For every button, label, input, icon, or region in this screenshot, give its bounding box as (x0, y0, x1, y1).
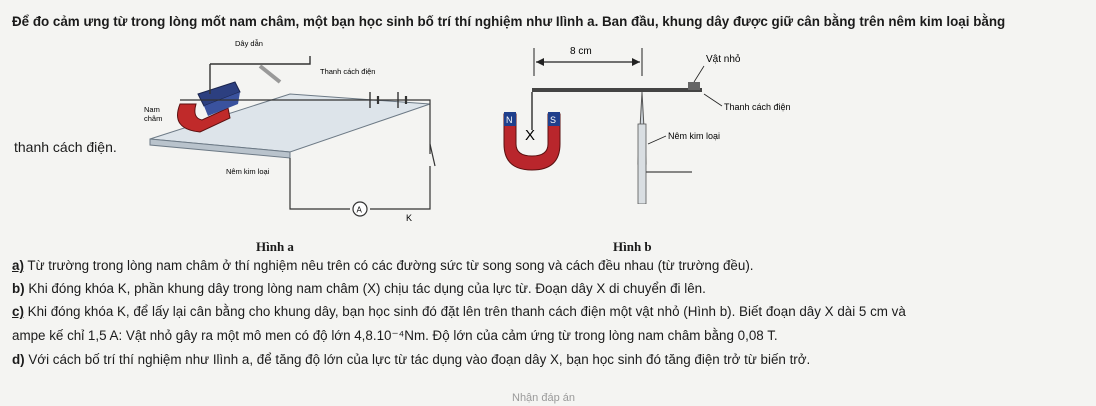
item-c-continued: ampe kế chỉ 1,5 A: Vật nhỏ gây ra một mô… (12, 328, 778, 343)
fig-b-wedge-label: Nêm kim loại (668, 131, 720, 141)
fig-b-distance: 8 cm (570, 46, 592, 57)
fig-b-object-label: Vật nhỏ (706, 53, 741, 65)
fig-b-north: N (506, 115, 513, 125)
fig-b-south: S (550, 115, 556, 125)
item-a: a) Từ trường trong lòng nam châm ở thí n… (12, 258, 754, 273)
item-c-text-1: Khi đóng khóa K, để lấy lại cân bằng cho… (23, 304, 906, 319)
item-b-prefix: b) (12, 281, 25, 296)
figure-b-caption: Hình b (613, 239, 652, 254)
item-b: b) Khi đóng khóa K, phần khung dây trong… (12, 281, 706, 296)
ammeter-label: A (357, 206, 363, 215)
item-c-prefix: c) (12, 304, 24, 319)
figure-a-caption: Hình a (256, 239, 294, 254)
fig-a-wire-label: Dây dẫn (235, 39, 263, 48)
item-d: d) Với cách bố trí thí nghiệm như Ilình … (12, 352, 810, 367)
intro-text: Để đo cảm ưng từ trong lòng mốt nam châm… (12, 14, 1006, 29)
fig-a-magnet-label-2: châm (144, 114, 162, 123)
item-a-prefix: a) (12, 258, 24, 273)
item-b-text: Khi đóng khóa K, phần khung dây trong lò… (24, 281, 706, 296)
figure-a: A K Dây dẫn Thanh cách điện Nam châm Nêm… (144, 39, 436, 223)
figure-b: 8 cm Vật nhỏ Thanh cách điện N S X Nêm k… (503, 46, 791, 204)
fig-a-magnet-label-1: Nam (144, 105, 160, 114)
fig-a-insulator-label: Thanh cách điện (320, 67, 375, 76)
item-a-text: Từ trường trong lòng nam châm ở thí nghi… (23, 258, 754, 273)
item-d-prefix: d) (12, 352, 25, 367)
fig-b-insulator-label: Thanh cách điện (724, 102, 791, 112)
answer-link[interactable]: Nhận đáp án (512, 392, 575, 404)
item-c: c) Khi đóng khóa K, để lấy lại cân bằng … (12, 304, 906, 319)
fig-a-wedge-label: Nêm kim loại (226, 167, 270, 176)
fig-b-x-mark: X (525, 127, 535, 144)
item-d-text: Với cách bố trí thí nghiệm như Ilình a, … (24, 352, 811, 367)
intro-tail: thanh cách điện. (14, 139, 117, 155)
switch-label: K (406, 213, 412, 223)
